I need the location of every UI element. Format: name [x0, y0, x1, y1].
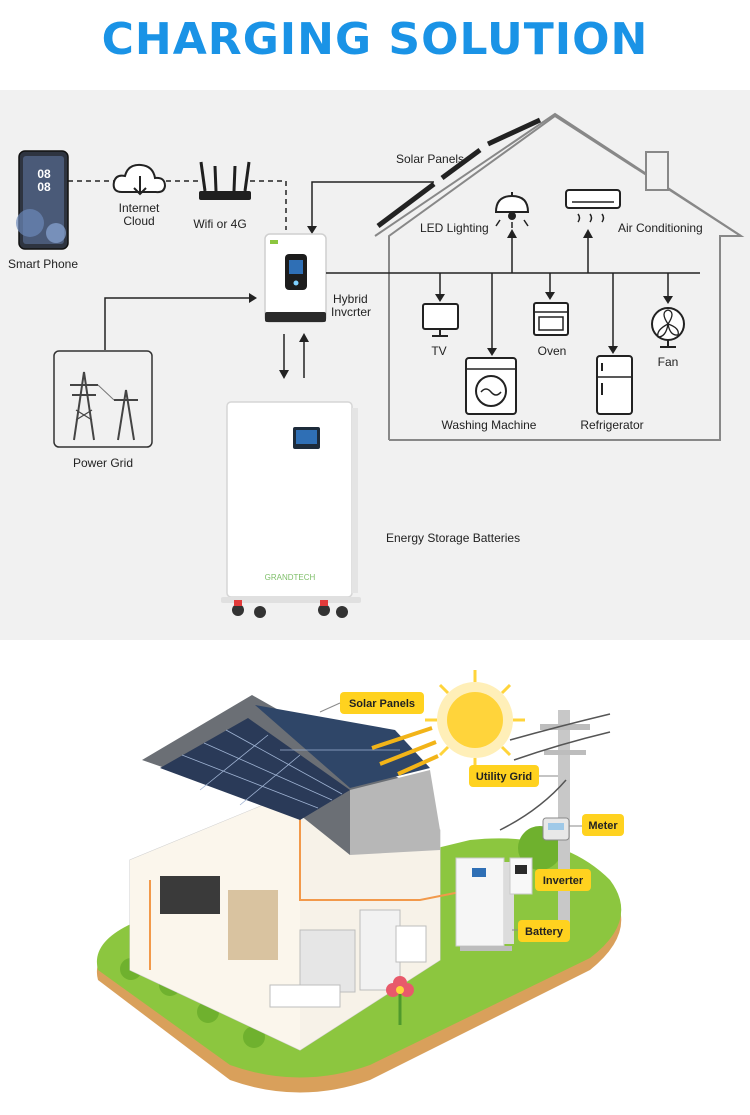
appliance-label-oven: Oven: [538, 344, 567, 358]
appliance-label-refrigerator: Refrigerator: [580, 418, 643, 432]
fan-icon: [651, 307, 685, 348]
smart-phone-label: Smart Phone: [8, 257, 78, 271]
tag-battery-text: Battery: [525, 926, 564, 938]
sun-icon: [425, 670, 525, 770]
appliance-label-fan: Fan: [658, 355, 679, 369]
tag-inverter-text: Inverter: [543, 875, 584, 887]
smart-phone-icon: 08 08: [16, 150, 69, 250]
cloud-icon: [112, 163, 167, 196]
house-outline: [374, 112, 745, 441]
page-title: CHARGING SOLUTION: [101, 14, 649, 65]
illus-cabinet: [228, 890, 278, 960]
chimney: [645, 151, 669, 191]
flower-icon: [386, 976, 414, 1025]
system-diagram: Solar Panels 08 08 Smart Phone Internet …: [0, 90, 750, 640]
grid-to-inverter-line: [104, 297, 252, 350]
illus-solar-array-right: [255, 705, 430, 788]
appliance-branch-lines: [439, 235, 669, 352]
illus-solar-array-left: [160, 718, 350, 820]
router-inverter-link: [250, 180, 287, 230]
house-illustration-svg: Solar Panels Utility Grid Meter Inverter…: [96, 670, 624, 1093]
tag-battery: Battery: [512, 920, 570, 942]
arrow-grid-into-inverter: [249, 293, 257, 303]
appliance-label-washing-machine: Washing Machine: [442, 418, 537, 432]
led-lighting-icon: [494, 192, 530, 228]
tag-utility-grid: Utility Grid: [469, 765, 558, 787]
battery-label: Energy Storage Batteries: [386, 531, 520, 545]
illus-table: [269, 984, 341, 1008]
internet-cloud-label-line2: Cloud: [123, 214, 154, 228]
sunlight-arrows: [371, 726, 439, 776]
tag-meter: Meter: [569, 814, 624, 836]
phone-time-minutes: 08: [37, 180, 51, 194]
illus-tv: [160, 876, 220, 914]
solar-panels-label: Solar Panels: [396, 152, 464, 166]
title-band: CHARGING SOLUTION: [0, 0, 750, 90]
hybrid-inverter-label-line1: Hybrid: [333, 292, 368, 306]
illus-fridge: [359, 909, 401, 991]
appliance-label-tv: TV: [431, 344, 446, 358]
tag-inverter: Inverter: [535, 869, 591, 891]
illus-washer: [395, 925, 427, 963]
phone-time-hours: 08: [37, 167, 51, 181]
internet-cloud-label-line1: Internet: [119, 201, 160, 215]
tag-utility-grid-text: Utility Grid: [476, 771, 532, 783]
appliance-label-led-lighting: LED Lighting: [420, 221, 489, 235]
oven-icon: [533, 302, 569, 336]
tag-meter-text: Meter: [588, 820, 618, 832]
bidirectional-arrows: [279, 333, 309, 379]
router-label: Wifi or 4G: [193, 217, 246, 231]
router-icon: [199, 161, 251, 200]
power-grid-label: Power Grid: [73, 456, 133, 470]
meter-icon: [542, 817, 570, 841]
hybrid-inverter-icon: [264, 233, 327, 323]
arrow-into-inverter: [307, 226, 317, 234]
house-body: [129, 789, 471, 1051]
appliance-branch-arrows: [435, 229, 673, 356]
battery-icon: GRANDTECH: [221, 401, 361, 618]
refrigerator-icon: [596, 355, 633, 415]
illus-kitchen: [299, 929, 356, 993]
appliance-label-air-conditioning: Air Conditioning: [618, 221, 703, 235]
solar-to-inverter-line: [311, 181, 434, 230]
tag-solar-panels-text: Solar Panels: [349, 698, 415, 710]
air-conditioning-icon: [565, 189, 621, 223]
hybrid-inverter-label-line2: Invcrter: [331, 305, 371, 319]
washing-machine-icon: [465, 357, 517, 415]
tag-solar-panels: Solar Panels: [319, 692, 424, 714]
roof: [142, 695, 440, 855]
illus-inverter-unit: [509, 857, 533, 895]
power-grid-icon: [53, 350, 153, 448]
solar-panels-icon: [376, 117, 542, 228]
tv-icon: [422, 303, 459, 337]
illus-battery-unit: [455, 857, 514, 951]
system-diagram-svg: Solar Panels 08 08 Smart Phone Internet …: [8, 112, 745, 618]
battery-brand: GRANDTECH: [265, 573, 316, 582]
house-illustration: Solar Panels Utility Grid Meter Inverter…: [0, 640, 750, 1110]
